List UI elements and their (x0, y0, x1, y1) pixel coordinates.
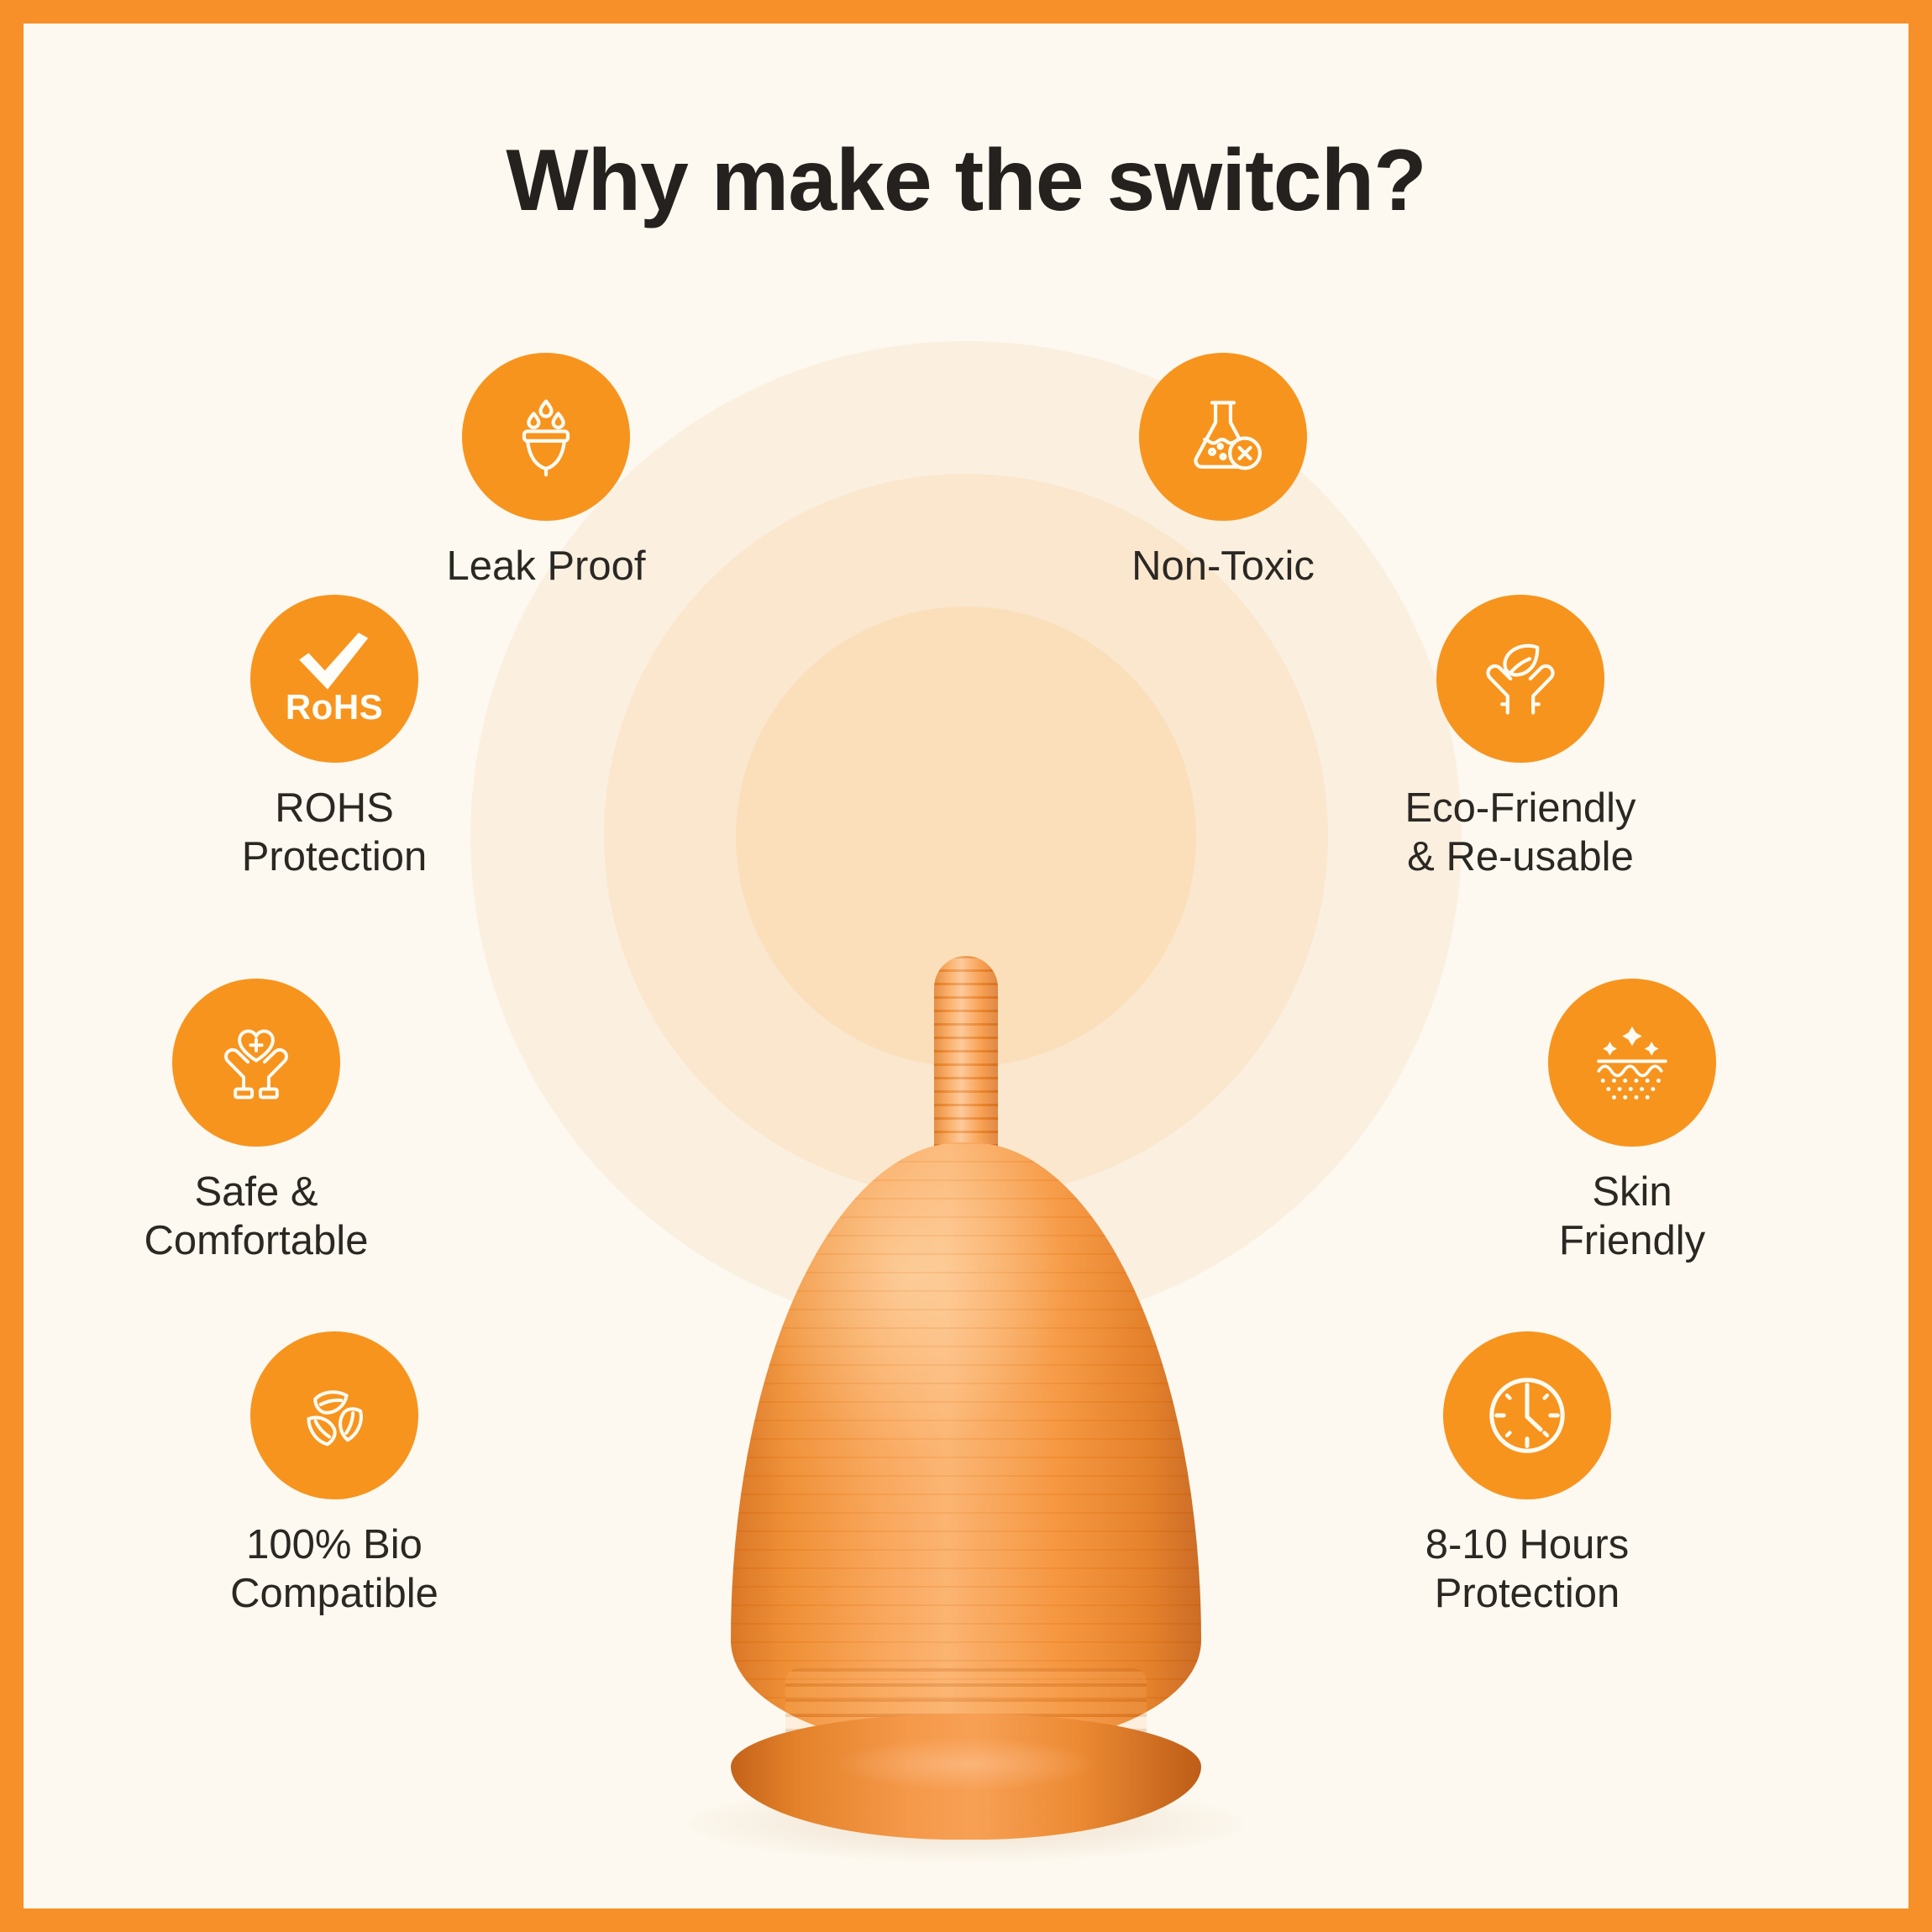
three-leaves-recycle-icon (307, 1390, 363, 1446)
feature-icon-badge: RoHS (250, 595, 418, 763)
hands-leaf-icon (1486, 643, 1555, 715)
cup-rim-base (731, 1714, 1201, 1840)
feature-label: Safe & Comfortable (144, 1169, 369, 1263)
rohs-check-icon: RoHS (286, 630, 383, 727)
feature-icon-badge (1548, 979, 1716, 1147)
feature-label: ROHS Protection (241, 785, 428, 879)
feature-icon-badge (1139, 353, 1307, 521)
product-menstrual-cup-image (680, 956, 1252, 1861)
feature-rohs-protection[interactable]: RoHS ROHS Protection (175, 595, 494, 882)
feature-label: 100% Bio Compatible (230, 1522, 438, 1616)
feature-icon-badge (172, 979, 340, 1147)
feature-safe-comfortable[interactable]: Safe & Comfortable (97, 979, 416, 1266)
cup-stem (934, 956, 998, 1166)
feature-label: Skin Friendly (1558, 1169, 1706, 1263)
feature-leak-proof[interactable]: Leak Proof (386, 353, 706, 591)
feature-skin-friendly[interactable]: Skin Friendly (1473, 979, 1792, 1266)
feature-icon-badge (250, 1331, 418, 1499)
feature-icon-badge (462, 353, 630, 521)
hands-heart-cross-icon (224, 1029, 288, 1100)
feature-label: Eco-Friendly & Re-usable (1404, 785, 1636, 879)
cup-drops-icon (522, 399, 570, 477)
feature-non-toxic[interactable]: Non-Toxic (1063, 353, 1383, 591)
rohs-badge-text: RoHS (285, 687, 384, 727)
feature-eco-friendly[interactable]: Eco-Friendly & Re-usable (1361, 595, 1680, 882)
infographic-canvas: Why make the switch? Leak Proof (24, 24, 1908, 1908)
page-title: Why make the switch? (506, 132, 1426, 229)
feature-icon-badge (1443, 1331, 1611, 1499)
feature-bio-compatible[interactable]: 100% Bio Compatible (175, 1331, 494, 1619)
flask-no-toxic-icon (1194, 401, 1262, 470)
feature-label: Leak Proof (446, 543, 646, 589)
skin-layers-sparkle-icon (1597, 1026, 1667, 1100)
cup-body (731, 1142, 1201, 1747)
feature-label: Non-Toxic (1131, 543, 1315, 589)
feature-icon-badge (1436, 595, 1604, 763)
checkmark-icon (299, 633, 369, 690)
feature-hours-protection[interactable]: 8-10 Hours Protection (1368, 1331, 1687, 1619)
feature-label: 8-10 Hours Protection (1425, 1522, 1630, 1616)
clock-icon (1489, 1378, 1565, 1453)
